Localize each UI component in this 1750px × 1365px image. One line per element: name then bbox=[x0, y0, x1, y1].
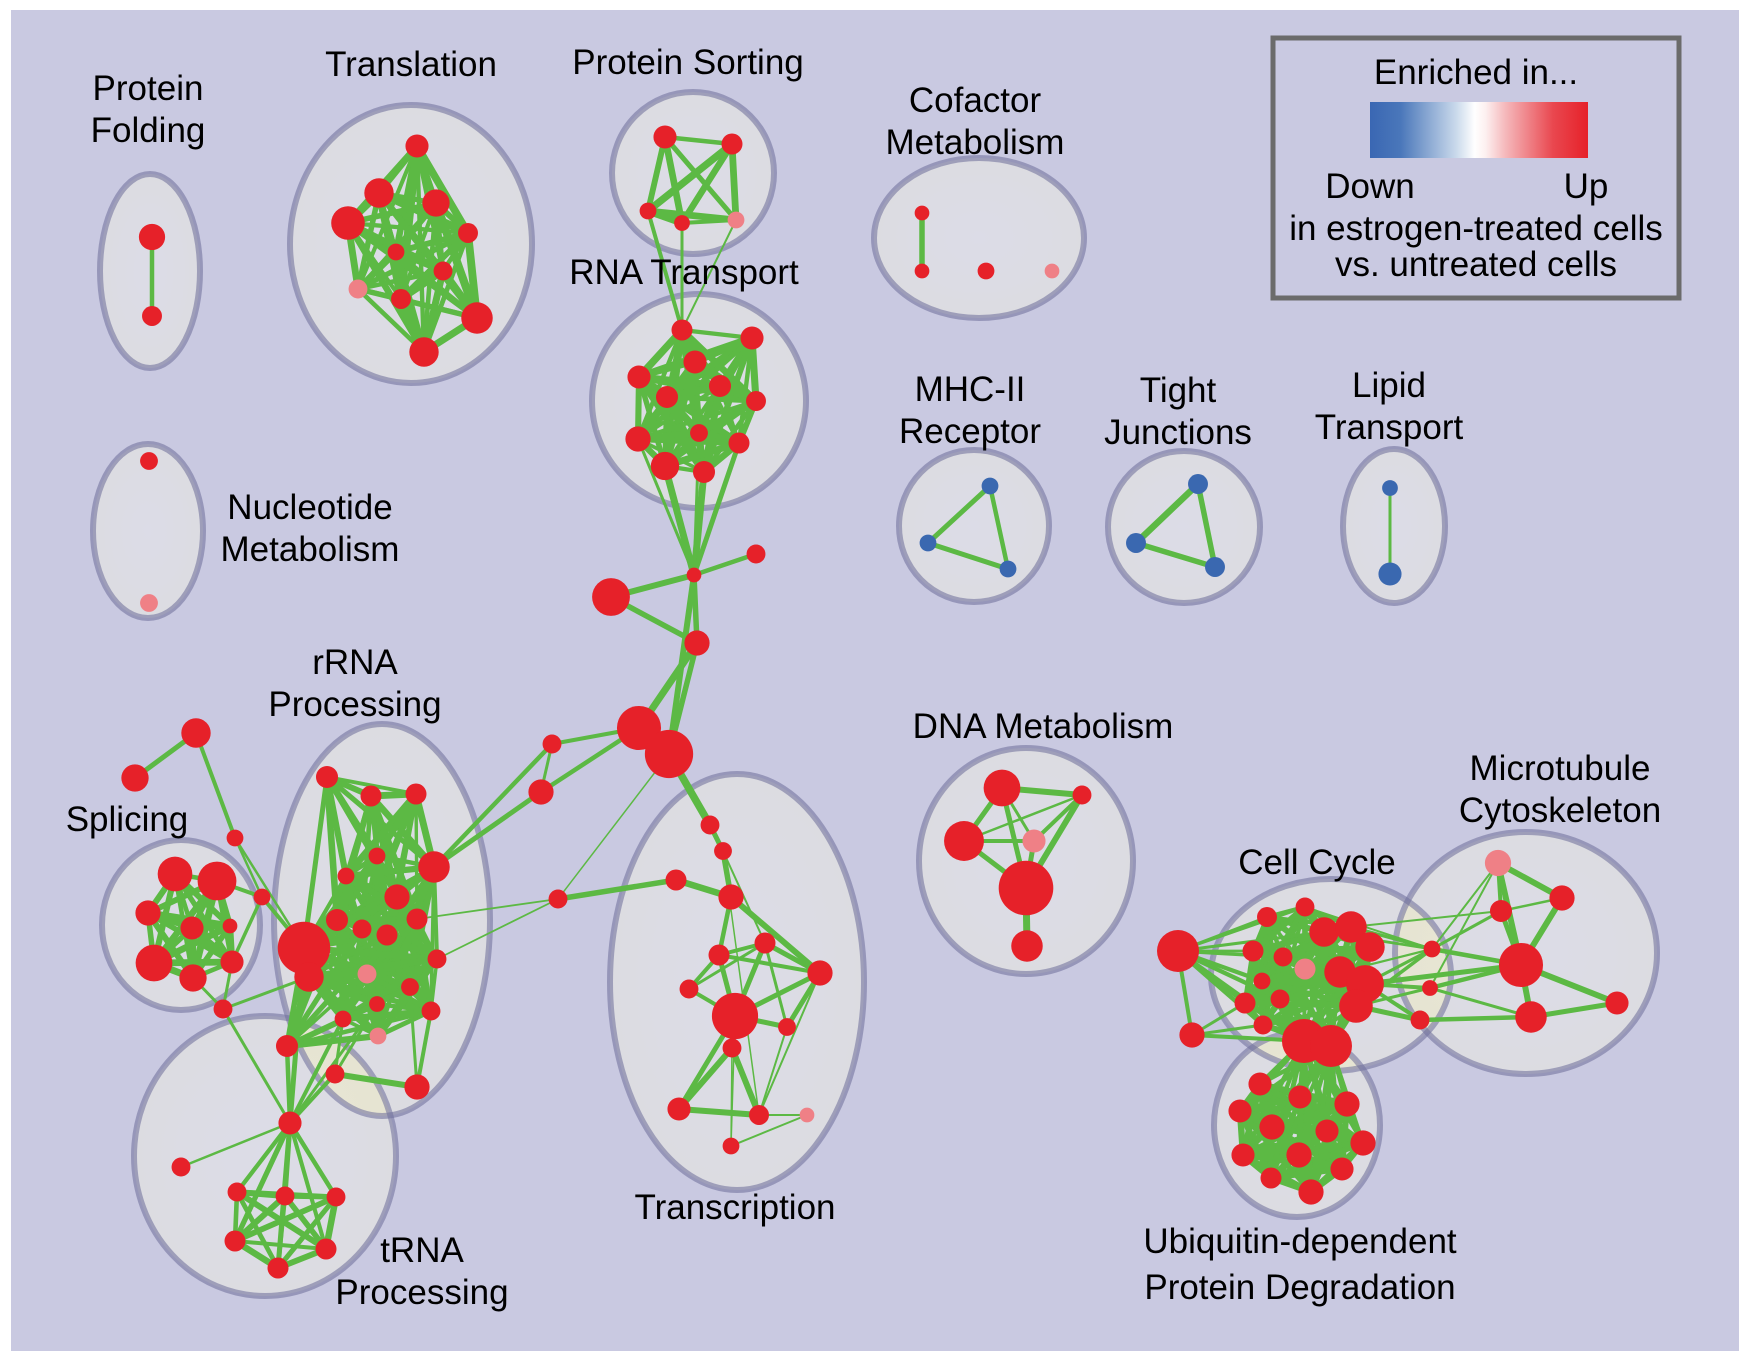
svg-text:Microtubule: Microtubule bbox=[1470, 749, 1651, 788]
svg-text:Metabolism: Metabolism bbox=[886, 123, 1065, 162]
svg-text:Folding: Folding bbox=[91, 111, 206, 150]
svg-text:RNA Transport: RNA Transport bbox=[569, 253, 799, 292]
svg-text:rRNA: rRNA bbox=[312, 643, 398, 682]
svg-text:Cell Cycle: Cell Cycle bbox=[1238, 843, 1396, 882]
svg-text:Protein: Protein bbox=[93, 69, 204, 108]
svg-text:Transcription: Transcription bbox=[635, 1188, 836, 1227]
svg-text:Receptor: Receptor bbox=[899, 412, 1041, 451]
svg-text:Processing: Processing bbox=[335, 1273, 508, 1312]
svg-text:Transport: Transport bbox=[1315, 408, 1464, 447]
svg-text:Protein Degradation: Protein Degradation bbox=[1144, 1268, 1455, 1307]
svg-text:Translation: Translation bbox=[325, 45, 497, 84]
svg-text:Lipid: Lipid bbox=[1352, 366, 1426, 405]
svg-text:Cytoskeleton: Cytoskeleton bbox=[1459, 791, 1661, 830]
svg-text:MHC-II: MHC-II bbox=[915, 370, 1026, 409]
svg-text:Protein Sorting: Protein Sorting bbox=[572, 43, 804, 82]
svg-text:Enriched in...: Enriched in... bbox=[1374, 53, 1578, 92]
svg-text:Ubiquitin-dependent: Ubiquitin-dependent bbox=[1143, 1222, 1457, 1261]
svg-text:Processing: Processing bbox=[268, 685, 441, 724]
svg-text:Metabolism: Metabolism bbox=[221, 530, 400, 569]
svg-text:tRNA: tRNA bbox=[380, 1231, 464, 1270]
svg-text:Cofactor: Cofactor bbox=[909, 81, 1042, 120]
svg-text:Tight: Tight bbox=[1140, 371, 1217, 410]
svg-text:Nucleotide: Nucleotide bbox=[227, 488, 392, 527]
svg-text:Up: Up bbox=[1564, 167, 1609, 206]
svg-text:vs. untreated cells: vs. untreated cells bbox=[1335, 245, 1617, 284]
svg-text:Junctions: Junctions bbox=[1104, 413, 1252, 452]
svg-text:in estrogen-treated cells: in estrogen-treated cells bbox=[1289, 209, 1663, 248]
svg-text:DNA Metabolism: DNA Metabolism bbox=[913, 707, 1174, 746]
svg-text:Down: Down bbox=[1325, 167, 1414, 206]
svg-text:Splicing: Splicing bbox=[66, 800, 189, 839]
